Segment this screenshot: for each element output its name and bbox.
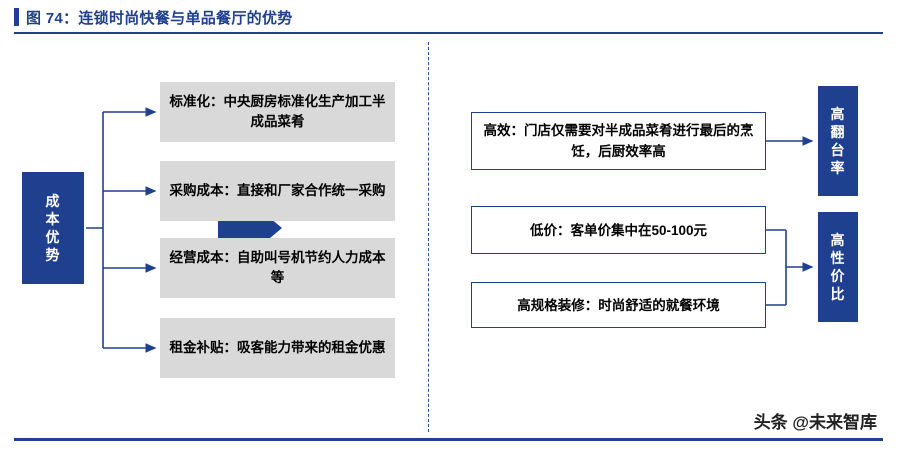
right-item-label-2: 低价：客单价集中在50-100元 — [529, 222, 708, 238]
left-root-box: 成本优势 — [22, 172, 84, 284]
title-divider — [14, 32, 883, 34]
right-outcome-label-2: 高性价比 — [830, 232, 846, 302]
left-item-label-3: 经营成本：自助叫号机节约人力成本等 — [169, 250, 386, 285]
right-item-label-1: 高效：门店仅需要对半成品菜肴进行最后的烹饪，后厨效率高 — [483, 123, 754, 159]
right-outcome-label-1: 高翻台率 — [830, 106, 846, 176]
watermark: 头条 @未来智库 — [753, 413, 877, 432]
left-item-label-1: 标准化：中央厨房标准化生产加工半成品菜肴 — [169, 94, 386, 129]
title-accent-bar — [14, 8, 19, 26]
page-title: 图 74：连锁时尚快餐与单品餐厅的优势 — [26, 10, 293, 27]
left-root-label: 成本优势 — [45, 193, 61, 263]
left-item-box-4: 租金补贴：吸客能力带来的租金优惠 — [160, 318, 395, 378]
right-item-box-2: 低价：客单价集中在50-100元 — [471, 206, 766, 254]
left-item-box-3: 经营成本：自助叫号机节约人力成本等 — [160, 238, 395, 298]
right-item-label-3: 高规格装修：时尚舒适的就餐环境 — [517, 297, 720, 313]
footer-divider — [14, 438, 883, 441]
left-item-label-4: 租金补贴：吸客能力带来的租金优惠 — [169, 340, 386, 355]
left-item-box-1: 标准化：中央厨房标准化生产加工半成品菜肴 — [160, 82, 395, 142]
right-outcome-box-2: 高性价比 — [818, 212, 858, 322]
right-item-box-3: 高规格装修：时尚舒适的就餐环境 — [471, 282, 766, 328]
left-item-label-2: 采购成本：直接和厂家合作统一采购 — [169, 183, 386, 198]
right-outcome-box-1: 高翻台率 — [818, 86, 858, 196]
header: 图 74：连锁时尚快餐与单品餐厅的优势 — [0, 0, 897, 34]
right-item-box-1: 高效：门店仅需要对半成品菜肴进行最后的烹饪，后厨效率高 — [471, 112, 766, 170]
section-divider — [428, 42, 429, 432]
left-item-box-2: 采购成本：直接和厂家合作统一采购 — [160, 161, 395, 221]
